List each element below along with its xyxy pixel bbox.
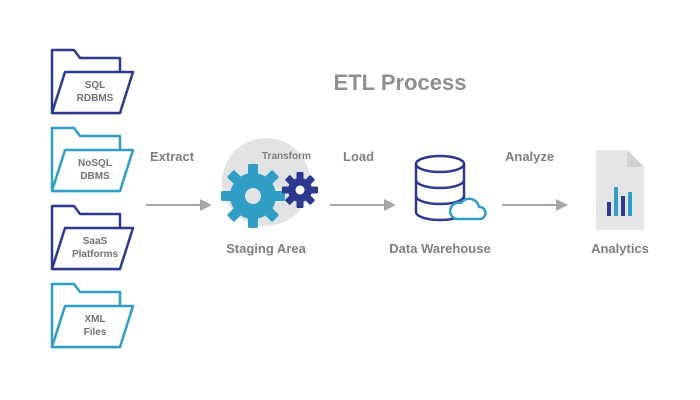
arrow-extract <box>146 199 212 211</box>
node-warehouse-label: Data Warehouse <box>389 241 491 256</box>
step-load-label: Load <box>343 149 375 164</box>
source-label-sql: SQL RDBMS <box>55 79 135 105</box>
source-label-nosql: NoSQL DBMS <box>55 157 135 183</box>
step-extract-label: Extract <box>150 149 195 164</box>
source-label-line1: SQL <box>84 80 106 91</box>
source-label-line1: XML <box>84 314 106 325</box>
gears-icon <box>221 164 318 228</box>
source-label-xml: XML Files <box>55 313 135 339</box>
report-chart-icon <box>596 150 644 230</box>
arrow-analyze <box>502 199 568 211</box>
source-label-saas: SaaS Platforms <box>55 235 135 261</box>
node-staging-label: Staging Area <box>226 241 306 256</box>
diagram-title: ETL Process <box>333 70 467 95</box>
step-transform-label: Transform <box>262 151 311 162</box>
node-analytics-label: Analytics <box>591 241 649 256</box>
folder-icon-sql <box>50 48 135 115</box>
source-label-line2: Files <box>83 327 107 338</box>
folder-icon-saas <box>50 204 135 271</box>
source-label-line1: SaaS <box>82 236 108 247</box>
folder-icon-xml <box>50 282 135 349</box>
source-label-line2: Platforms <box>71 249 119 260</box>
source-label-line2: RDBMS <box>76 93 114 104</box>
database-cloud-icon <box>414 154 487 222</box>
folder-icon-nosql <box>50 126 135 193</box>
arrow-load <box>330 199 396 211</box>
source-label-line1: NoSQL <box>78 158 112 169</box>
source-label-line2: DBMS <box>80 171 110 182</box>
step-analyze-label: Analyze <box>505 149 555 164</box>
